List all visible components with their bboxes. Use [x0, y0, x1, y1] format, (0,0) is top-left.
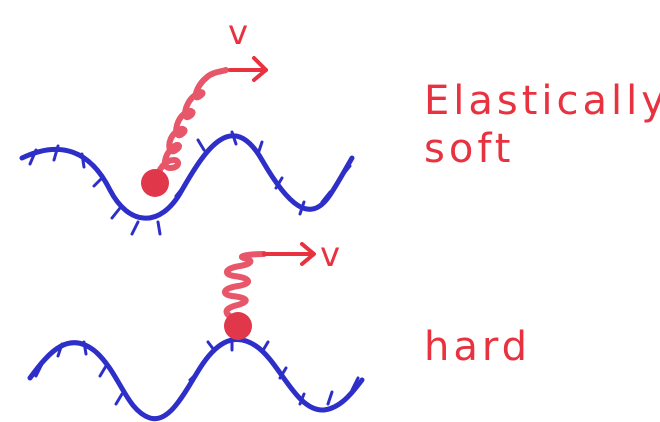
bottom-tip-ball	[224, 312, 252, 340]
top-velocity-label: v	[228, 13, 248, 53]
label-elastically: Elastically	[424, 78, 660, 124]
bottom-surface-hatches	[36, 338, 358, 408]
bottom-velocity-label: v	[320, 235, 340, 275]
bottom-surface-wave	[30, 340, 362, 419]
bottom-velocity-arrow	[264, 244, 314, 264]
top-tip-ball	[141, 169, 169, 197]
label-soft: soft	[424, 126, 514, 172]
panel-hard: v hard	[30, 235, 531, 419]
label-hard: hard	[424, 324, 531, 370]
panel-elastically-soft: v Elastically soft	[22, 13, 660, 234]
top-spring	[156, 70, 226, 182]
top-velocity-arrow	[230, 58, 266, 80]
top-surface-hatches	[30, 132, 350, 234]
bottom-spring	[225, 254, 264, 318]
